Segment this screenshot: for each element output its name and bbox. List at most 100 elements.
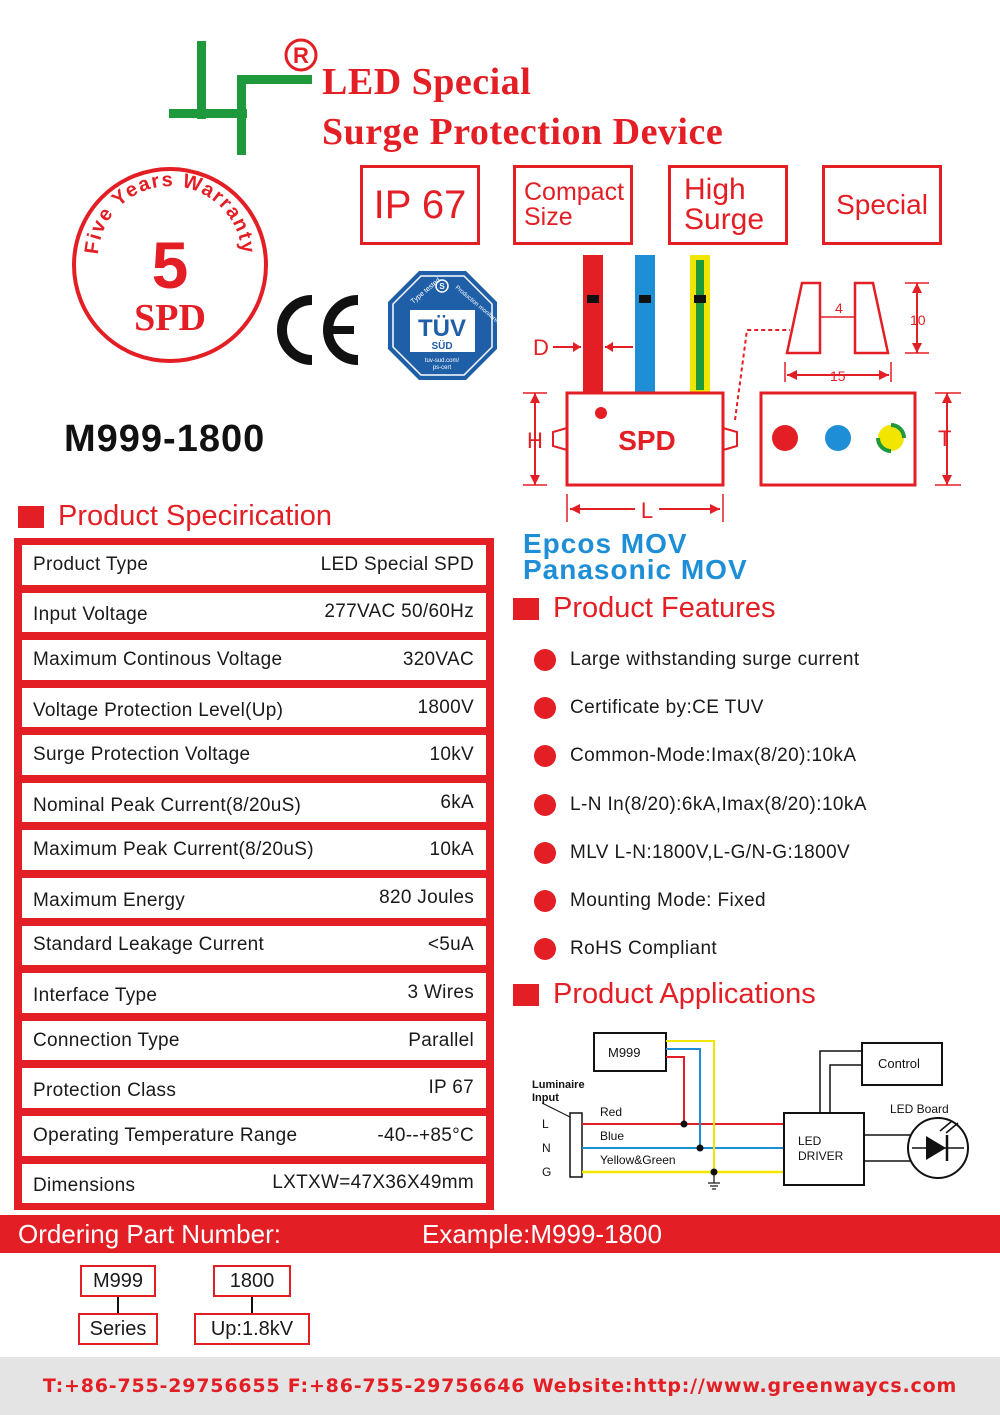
wiring-driver-line1: LED: [798, 1134, 822, 1148]
table-row: Connection Type Parallel: [20, 1018, 488, 1063]
wiring-blue-label: Blue: [600, 1129, 624, 1143]
tuv-badge-icon: S Type tested Production monitored TÜV S…: [385, 268, 501, 383]
badge-ip67-text: IP 67: [373, 183, 467, 227]
list-item: Certificate by:CE TUV: [530, 684, 990, 732]
applications-heading: Product Applications: [513, 978, 816, 1011]
diagram-l-label: L: [641, 498, 653, 523]
features-heading: Product Features: [513, 592, 775, 625]
spec-value: 6kA: [440, 791, 474, 813]
ordering-example: Example:M999-1800: [422, 1218, 662, 1249]
table-row: Standard Leakage Current <5uA: [20, 923, 488, 968]
badge-compact-size: Compact Size: [513, 165, 633, 245]
feature-text: Large withstanding surge current: [570, 649, 860, 671]
bullet-icon: [534, 697, 556, 720]
bullet-icon: [534, 649, 556, 672]
spec-label: Product Type: [33, 553, 149, 575]
wiring-red-label: Red: [600, 1105, 622, 1119]
ordering-series-label: Series: [78, 1313, 158, 1345]
badge-high-line2: Surge: [684, 203, 765, 236]
wiring-led-board-label: LED Board: [890, 1102, 949, 1116]
wiring-yellowgreen-label: Yellow&Green: [600, 1153, 676, 1167]
ce-mark-icon: [272, 290, 364, 370]
mov-line-1: Epcos MOV: [523, 528, 688, 559]
badge-compact-line2: Size: [524, 203, 573, 231]
warranty-label: SPD: [134, 297, 206, 339]
list-item: Mounting Mode: Fixed: [530, 877, 990, 925]
wiring-input-label: Input: [532, 1092, 559, 1104]
footer-contact-bar: T:+86-755-29756655 F:+86-755-29756646 We…: [0, 1357, 1000, 1415]
spec-heading-marker: [18, 505, 44, 528]
ordering-label: Ordering Part Number:: [18, 1218, 281, 1249]
badge-compact-line1: Compact: [524, 178, 625, 206]
badge-special-text: Special: [836, 189, 928, 220]
tuv-url-1: tuv-sud.com/: [425, 358, 460, 364]
table-row: Product Type LED Special SPD: [20, 543, 488, 587]
badge-high-line1: High: [684, 173, 746, 206]
feature-text: Certificate by:CE TUV: [570, 697, 764, 719]
feature-text: Common-Mode:Imax(8/20):10kA: [570, 745, 857, 767]
diagram-spd-label: SPD: [618, 425, 676, 456]
bullet-icon: [534, 890, 556, 913]
spec-label: Dimensions: [33, 1175, 136, 1197]
spec-value: LED Special SPD: [320, 553, 474, 575]
spec-value: 3 Wires: [407, 981, 474, 1003]
spec-value: -40--+85°C: [377, 1124, 474, 1146]
spec-label: Maximum Continous Voltage: [33, 648, 283, 670]
feature-text: L-N In(8/20):6kA,Imax(8/20):10kA: [570, 793, 867, 815]
tuv-sub-text: SÜD: [431, 339, 452, 352]
diagram-dim-10: 10: [910, 312, 926, 328]
company-logo: R: [165, 35, 325, 160]
list-item: Common-Mode:Imax(8/20):10kA: [530, 732, 990, 780]
wiring-l-label: L: [542, 1117, 549, 1131]
wiring-n-label: N: [542, 1141, 551, 1155]
ordering-series-code: M999: [80, 1265, 156, 1297]
spec-value: Parallel: [408, 1029, 474, 1051]
diagram-t-label: T: [938, 426, 951, 451]
wiring-control-label: Control: [878, 1056, 920, 1071]
table-row: Maximum Peak Current(8/20uS)10kA: [20, 828, 488, 873]
wiring-luminaire-label: Luminaire: [532, 1079, 585, 1091]
wiring-driver-line2: DRIVER: [798, 1149, 844, 1163]
list-item: RoHS Compliant: [530, 925, 990, 973]
ordering-series-connector: [117, 1297, 119, 1313]
spec-label: Standard Leakage Current: [33, 934, 265, 956]
spec-heading-text: Product Specirication: [58, 500, 333, 532]
spec-label: Input Voltage: [33, 604, 148, 626]
svg-text:R: R: [293, 43, 309, 68]
bullet-icon: [534, 745, 556, 768]
spec-value: 820 Joules: [379, 886, 474, 908]
diagram-dim-4: 4: [835, 300, 843, 316]
mov-line-2: Panasonic MOV: [523, 554, 748, 585]
table-row: Nominal Peak Current(8/20uS)6kA: [20, 780, 488, 825]
spec-label: Connection Type: [33, 1029, 180, 1051]
spec-value: 10kV: [429, 744, 474, 766]
spec-label: Interface Type: [33, 984, 158, 1006]
bullet-icon: [534, 793, 556, 816]
tuv-url-2: ps-cert: [433, 365, 452, 371]
product-dimension-diagram: D SPD H L 4: [515, 250, 975, 530]
features-heading-marker: [513, 597, 539, 620]
spec-label: Operating Temperature Range: [33, 1124, 298, 1146]
feature-text: MLV L-N:1800V,L-G/N-G:1800V: [570, 841, 851, 863]
badge-special: Special: [822, 165, 942, 245]
title-line-2: Surge Protection Device: [322, 111, 724, 153]
ordering-up-code: 1800: [213, 1265, 291, 1297]
table-row: Interface Type 3 Wires: [20, 971, 488, 1015]
model-number: M999-1800: [64, 418, 266, 460]
spec-value: 1800V: [417, 696, 474, 718]
spec-value: IP 67: [428, 1077, 474, 1099]
tuv-main-text: TÜV: [418, 315, 466, 342]
spec-value: LXTXW=47X36X49mm: [272, 1172, 474, 1194]
ordering-up-label: Up:1.8kV: [194, 1313, 310, 1345]
applications-heading-text: Product Applications: [553, 978, 816, 1010]
table-row: Protection Class IP 67: [20, 1066, 488, 1110]
spec-value: <5uA: [427, 934, 474, 956]
bullet-icon: [534, 938, 556, 961]
spec-label: Voltage Protection Level(Up): [33, 699, 284, 721]
spec-heading: Product Specirication: [18, 500, 332, 533]
feature-text: RoHS Compliant: [570, 938, 718, 960]
spec-label: Protection Class: [33, 1080, 177, 1102]
